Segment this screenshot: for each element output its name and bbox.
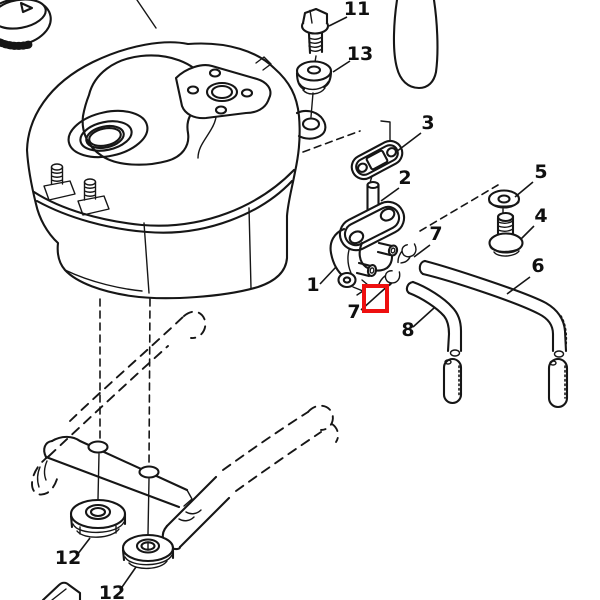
grommet-12-left (69, 498, 127, 538)
part-callouts: 11 13 3 2 5 4 7 6 1 7 8 12 12 (55, 0, 548, 600)
callout-leader-12-12 (119, 566, 137, 591)
callout-leader-1-8 (319, 266, 337, 285)
part-number-2-3[interactable]: 2 (398, 167, 411, 189)
callout-leader-5-4 (514, 181, 534, 198)
mounting-bracket (43, 435, 193, 509)
part-number-3-2[interactable]: 3 (421, 112, 434, 134)
grommet-13 (295, 60, 333, 118)
part-number-5-4[interactable]: 5 (534, 161, 547, 183)
part-number-4-5[interactable]: 4 (534, 205, 547, 227)
callout-leader-6-7 (506, 276, 531, 295)
part-number-8-10[interactable]: 8 (401, 319, 414, 341)
tank-mounting-plate (174, 64, 272, 120)
corner-part-fragment (41, 581, 82, 600)
flange-bolt-11 (300, 7, 330, 63)
tank-mounting-studs (43, 163, 110, 216)
cock-bracket-arm (329, 227, 364, 296)
callout-leader-7-6 (413, 244, 431, 258)
selected-part-highlight[interactable] (362, 284, 389, 313)
outlet-nozzle-upper (376, 241, 399, 257)
washer-5 (487, 189, 521, 216)
part-number-12-11[interactable]: 12 (55, 547, 81, 569)
outlet-nozzle-lower (355, 261, 378, 286)
frame-tube-left (31, 310, 207, 496)
part-number-12-12[interactable]: 12 (99, 582, 125, 600)
grommet-axis-lines (97, 298, 151, 535)
callout-leader-12-11 (76, 537, 91, 556)
screw-4 (488, 211, 524, 257)
callout-leader-8-10 (412, 307, 435, 328)
cap-arrow-icon (19, 1, 34, 14)
axis-leader-dashed (419, 184, 499, 232)
tank-leader-line (136, 0, 157, 29)
part-number-6-7[interactable]: 6 (531, 255, 544, 277)
hose-clip-7-upper (396, 240, 418, 266)
gasket-3 (302, 120, 404, 187)
grommet-12-right (121, 533, 175, 570)
fuel-cock (329, 180, 406, 296)
callout-leader-4-5 (520, 225, 535, 240)
callout-leader-11-0 (328, 16, 348, 27)
callout-leader-3-2 (395, 132, 422, 153)
callout-leader-2-3 (380, 187, 400, 202)
rubber-duct (392, 0, 439, 90)
fuel-cap (0, 0, 52, 50)
fuel-hose-8 (405, 280, 463, 405)
callout-leader-13-1 (332, 60, 351, 73)
filler-neck-ring (67, 109, 149, 159)
part-number-1-8[interactable]: 1 (306, 274, 319, 296)
part-number-13-1[interactable]: 13 (347, 43, 373, 65)
fuel-hose-6 (418, 259, 569, 409)
tank-rear-tab (295, 109, 327, 140)
frame-tube-right (161, 404, 340, 551)
fuel-tank (25, 41, 327, 300)
part-number-11-0[interactable]: 11 (344, 0, 370, 20)
part-number-7-9[interactable]: 7 (347, 301, 360, 323)
part-number-7-6[interactable]: 7 (429, 223, 442, 245)
